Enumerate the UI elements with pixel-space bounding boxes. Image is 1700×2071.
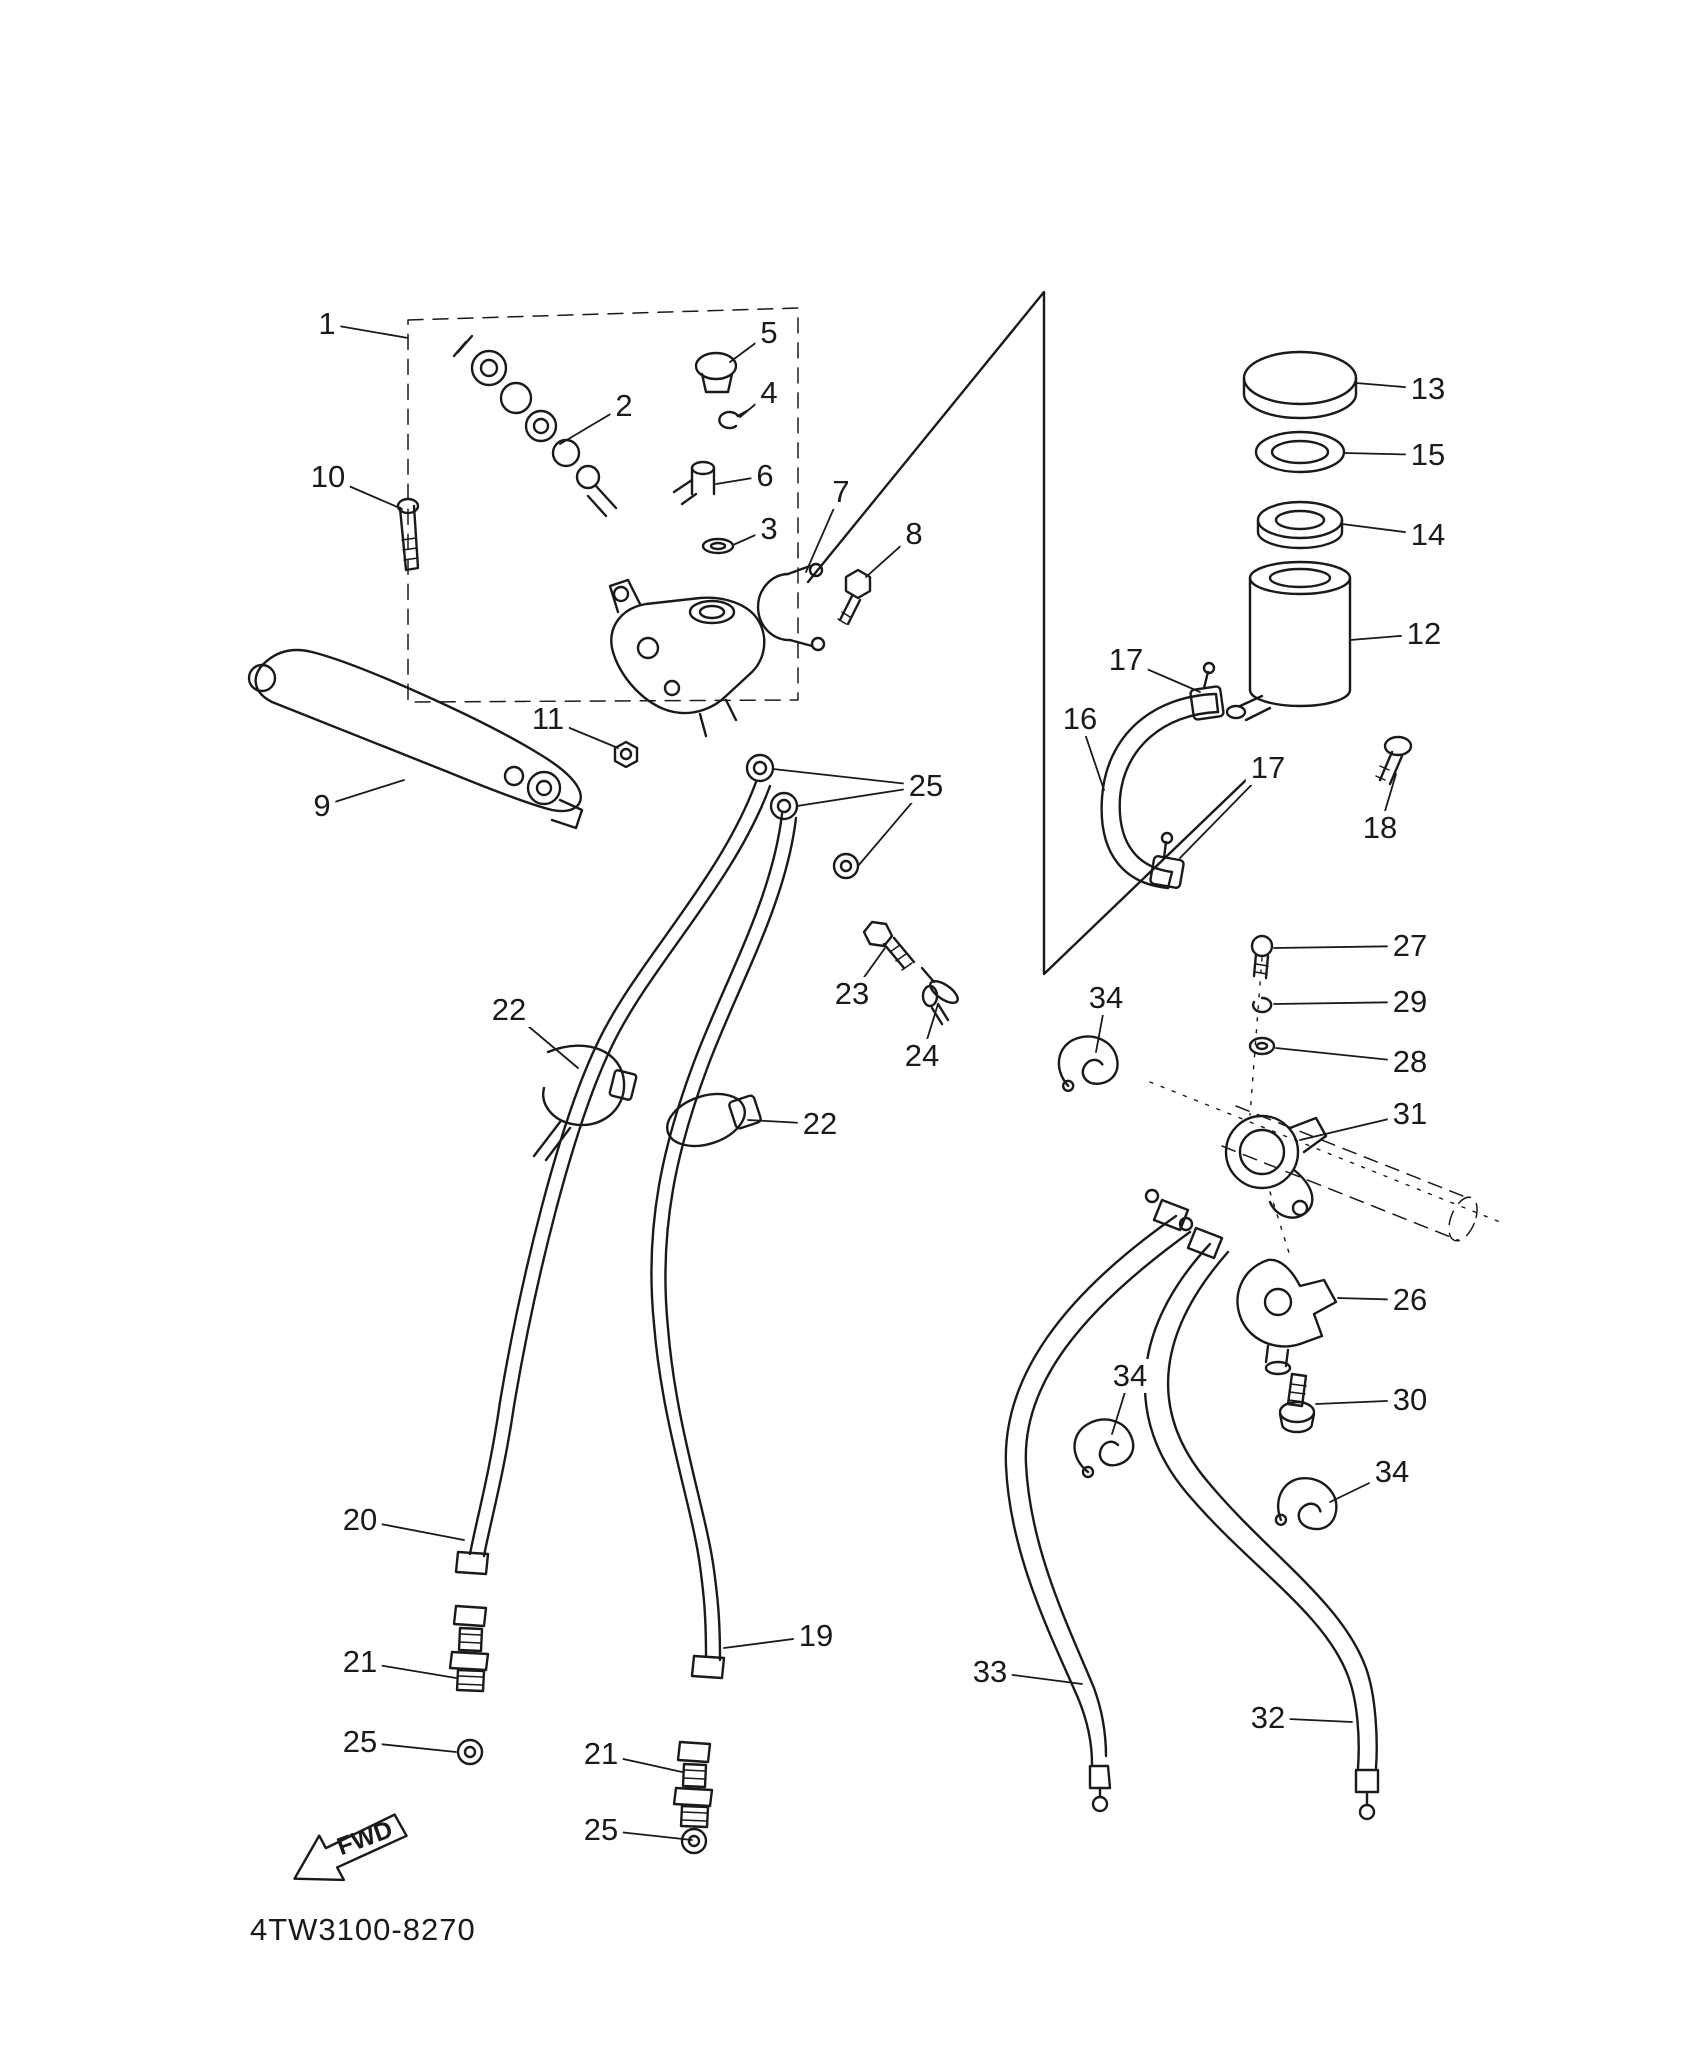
diaphragm-art [1256, 500, 1344, 550]
handlebar-art [1221, 1105, 1478, 1242]
piston-kit-art [452, 334, 618, 518]
callout-label-6-4: 6 [751, 458, 779, 494]
cable-clip-art [1057, 1035, 1119, 1093]
washer-left-art [456, 1738, 484, 1766]
leader-line-25 [772, 768, 927, 787]
lever-bolt-art [396, 497, 420, 572]
brake-hose-left-art [468, 780, 772, 1558]
master-cylinder-body-art [608, 578, 766, 738]
lock-washer-art [1251, 996, 1273, 1014]
callout-label-29-25: 29 [1387, 984, 1433, 1020]
brake-lever-art [247, 648, 584, 830]
callout-label-32-40: 32 [1245, 1700, 1291, 1736]
leader-line-28 [1275, 1047, 1411, 1063]
hose-clamp-lower-art [1149, 831, 1185, 889]
callout-label-22-22: 22 [486, 992, 532, 1028]
leader-line-27 [1273, 945, 1411, 949]
reservoir-hose-art [1100, 692, 1220, 890]
callout-label-20-33: 20 [337, 1502, 383, 1538]
callout-label-11-17: 11 [526, 701, 570, 737]
callout-label-25-35: 25 [337, 1724, 383, 1760]
cable-upper-ends-art [1144, 1188, 1224, 1260]
diagram-code: 4TW3100-8270 [250, 1912, 476, 1947]
callout-label-23-20: 23 [829, 976, 875, 1012]
callout-label-4-3: 4 [755, 375, 783, 411]
callout-label-19-36: 19 [793, 1618, 839, 1654]
detail-panel-boundary [806, 290, 1272, 976]
callout-label-1-0: 1 [313, 306, 341, 342]
callout-label-21-37: 21 [578, 1736, 624, 1772]
callout-label-3-5: 3 [755, 511, 783, 547]
callout-label-13-9: 13 [1405, 371, 1451, 407]
leader-line-9 [321, 779, 405, 807]
callout-label-2-1: 2 [610, 388, 638, 424]
hose-fitting-right-art [672, 1740, 714, 1829]
holder-clamp-art [756, 562, 826, 652]
callout-label-30-29: 30 [1387, 1382, 1433, 1418]
callout-label-8-7: 8 [900, 516, 928, 552]
handlebar-centerline [1149, 957, 1501, 1257]
cable-clip-art [1073, 1418, 1135, 1479]
callout-label-21-34: 21 [337, 1644, 383, 1680]
housing-lower-art [1236, 1258, 1338, 1376]
callout-label-25-19: 25 [903, 768, 949, 804]
diaphragm-plate-art [1254, 430, 1346, 474]
throttle-cable-b-art [1143, 1242, 1380, 1821]
o-ring-art [701, 537, 735, 555]
leader-line-29 [1273, 1001, 1411, 1005]
callout-label-28-26: 28 [1387, 1044, 1433, 1080]
callout-label-31-27: 31 [1387, 1096, 1433, 1132]
callout-label-15-10: 15 [1405, 437, 1451, 473]
callout-label-26-28: 26 [1387, 1282, 1433, 1318]
callout-label-10-8: 10 [305, 459, 351, 495]
washer-right-art [680, 1827, 708, 1855]
callout-label-25-38: 25 [578, 1812, 624, 1848]
callout-label-24-21: 24 [899, 1038, 945, 1074]
callout-label-22-23: 22 [797, 1106, 843, 1142]
callout-label-34-32: 34 [1369, 1454, 1415, 1490]
callout-label-17-15: 17 [1245, 750, 1291, 786]
callout-label-5-2: 5 [755, 315, 783, 351]
tank-screw-art [1375, 735, 1413, 786]
callout-label-27-24: 27 [1387, 928, 1433, 964]
callout-label-12-12: 12 [1401, 616, 1447, 652]
elbow-fitting-art [672, 460, 716, 506]
callout-label-33-39: 33 [967, 1654, 1013, 1690]
reservoir-cap-art [1242, 350, 1358, 420]
assembly-group-box [407, 307, 799, 703]
hose-fitting-left-art [448, 1550, 490, 1693]
callout-label-34-30: 34 [1083, 980, 1129, 1016]
reservoir-boot-art [694, 351, 738, 394]
callout-label-9-18: 9 [308, 788, 336, 824]
plain-washer-art [1248, 1036, 1276, 1056]
brake-hose-right-art [650, 812, 798, 1680]
lever-nut-art [613, 740, 639, 769]
bleeder-valve-art [920, 966, 959, 1026]
cable-clip-art [1274, 1477, 1338, 1531]
reservoir-tank-art [1225, 560, 1352, 722]
banjo-bolt-art [862, 920, 916, 971]
callout-label-34-31: 34 [1107, 1358, 1153, 1394]
callout-label-17-13: 17 [1103, 642, 1149, 678]
hose-clamp-upper-art [1189, 661, 1225, 721]
callout-label-14-11: 14 [1405, 517, 1451, 553]
throttle-cable-a-art [1004, 1214, 1192, 1813]
clamp-bolt-art [837, 568, 872, 626]
hose-band-clamp-art [666, 1092, 762, 1148]
callout-label-18-16: 18 [1357, 810, 1403, 846]
callout-label-7-6: 7 [827, 474, 855, 510]
callout-label-16-14: 16 [1057, 701, 1103, 737]
housing-screw-art [1250, 934, 1274, 980]
cable-adjuster-art [1278, 1372, 1316, 1434]
hose-clamp-tie-art [532, 1044, 638, 1162]
throttle-housing-art [1224, 1114, 1328, 1219]
